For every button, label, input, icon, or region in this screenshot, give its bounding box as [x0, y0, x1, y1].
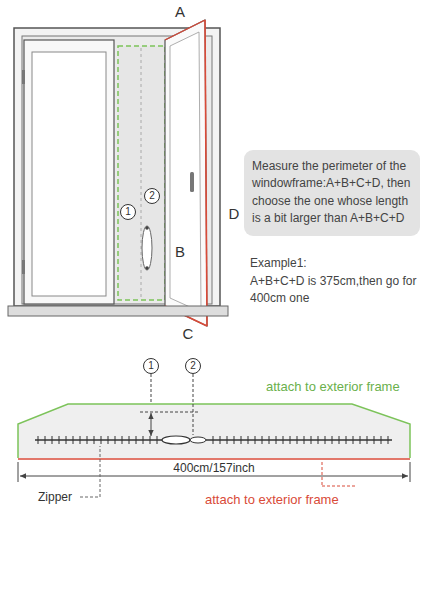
- zipper-tooth: [290, 436, 291, 444]
- example-heading: Example1:: [250, 256, 307, 270]
- example-text: A+B+C+D is 375cm,then go for 400cm one: [250, 273, 418, 308]
- zipper-tooth: [367, 436, 368, 444]
- zipper-tooth: [129, 436, 130, 444]
- callout-number: 2: [190, 360, 196, 372]
- dimension-letter: A: [175, 3, 185, 21]
- zipper-tooth: [234, 436, 235, 444]
- zipper-tooth: [136, 436, 137, 444]
- zipper-tooth: [45, 436, 46, 444]
- zipper-tooth: [150, 436, 151, 444]
- zipper-tooth: [353, 436, 354, 444]
- zipper-tooth: [304, 436, 305, 444]
- zipper-tooth: [262, 436, 263, 444]
- zipper-tooth: [374, 436, 375, 444]
- zipper-tooth: [255, 436, 256, 444]
- zipper-tooth: [248, 436, 249, 444]
- callout-number: 1: [125, 206, 131, 218]
- info-box: Measure the perimeter of the windowframe…: [244, 150, 420, 236]
- zipper-tooth: [332, 436, 333, 444]
- zipper-tooth: [101, 436, 102, 444]
- zipper-tooth: [80, 436, 81, 444]
- dimension-label: 400cm/157inch: [170, 461, 257, 475]
- attach-note: attach to exterior frame: [266, 379, 400, 395]
- zipper-tooth: [360, 436, 361, 444]
- zipper-tooth: [269, 436, 270, 444]
- zipper-tooth: [220, 436, 221, 444]
- window-illustration: [8, 20, 228, 326]
- zipper-tooth: [346, 436, 347, 444]
- zipper-tooth: [227, 436, 228, 444]
- zipper-tooth: [157, 436, 158, 444]
- zipper-tooth: [381, 436, 382, 444]
- dimension-letter: B: [175, 243, 185, 261]
- part-label: Zipper: [38, 490, 72, 504]
- zipper-tooth: [38, 436, 39, 444]
- zipper-tooth: [73, 436, 74, 444]
- zipper-tooth: [66, 436, 67, 444]
- instruction-text: Measure the perimeter of the windowframe…: [252, 158, 412, 228]
- zipper-tooth: [311, 436, 312, 444]
- zipper-tooth: [283, 436, 284, 444]
- zipper-tooth: [213, 436, 214, 444]
- seal-illustration: [18, 359, 410, 498]
- zipper-tooth: [59, 436, 60, 444]
- zipper-tooth: [87, 436, 88, 444]
- zipper-tooth: [143, 436, 144, 444]
- dimension-letter: D: [229, 205, 240, 223]
- zipper-tooth: [339, 436, 340, 444]
- zipper-tooth: [115, 436, 116, 444]
- zipper-tooth: [52, 436, 53, 444]
- zipper-tooth: [94, 436, 95, 444]
- zipper-tooth: [276, 436, 277, 444]
- zipper-tooth: [108, 436, 109, 444]
- zipper-tooth: [297, 436, 298, 444]
- zipper-tooth: [325, 436, 326, 444]
- zipper-tooth: [388, 436, 389, 444]
- attach-note: attach to exterior frame: [205, 492, 339, 508]
- callout-number: 1: [148, 360, 154, 372]
- zipper-tooth: [241, 436, 242, 444]
- zipper-tooth: [122, 436, 123, 444]
- zipper-tooth: [318, 436, 319, 444]
- callout-number: 2: [149, 190, 155, 202]
- dimension-letter: C: [183, 325, 194, 343]
